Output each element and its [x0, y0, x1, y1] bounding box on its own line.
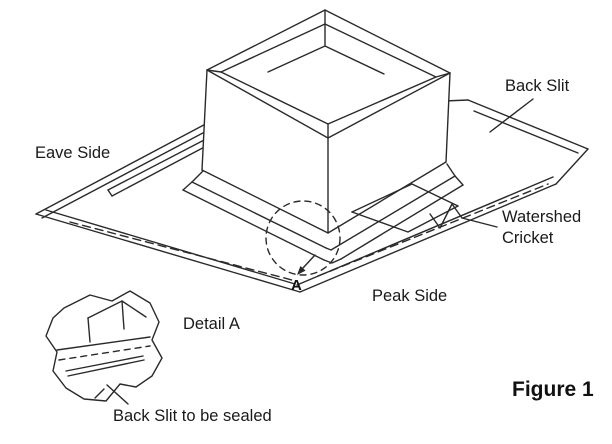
back-slit-leader [489, 98, 534, 133]
detail-a-arrow [297, 254, 316, 275]
break-symbol [429, 203, 463, 229]
back-slit-line [473, 110, 579, 154]
figure-caption: Figure 1 [512, 378, 594, 401]
peak-side-label: Peak Side [372, 287, 448, 305]
detail-a-label: Detail A [183, 315, 240, 333]
detail-a-circle [265, 200, 341, 276]
detail-a-blob [45, 290, 163, 402]
chimney-box [201, 9, 451, 234]
leader-lines [106, 98, 534, 405]
watershed-cricket-shape [351, 183, 459, 233]
watershed-cricket-label: Watershed Cricket [502, 208, 582, 247]
sealed-slit-leader [106, 384, 129, 405]
back-slit-sealed-label: Back Slit to be sealed [113, 407, 272, 425]
detail-marker-a: A [291, 277, 302, 294]
watershed-crease-dashed [69, 183, 549, 281]
back-slit-label: Back Slit [505, 77, 570, 95]
watershed-cricket-leader [461, 217, 498, 228]
eave-side-label: Eave Side [35, 144, 111, 162]
